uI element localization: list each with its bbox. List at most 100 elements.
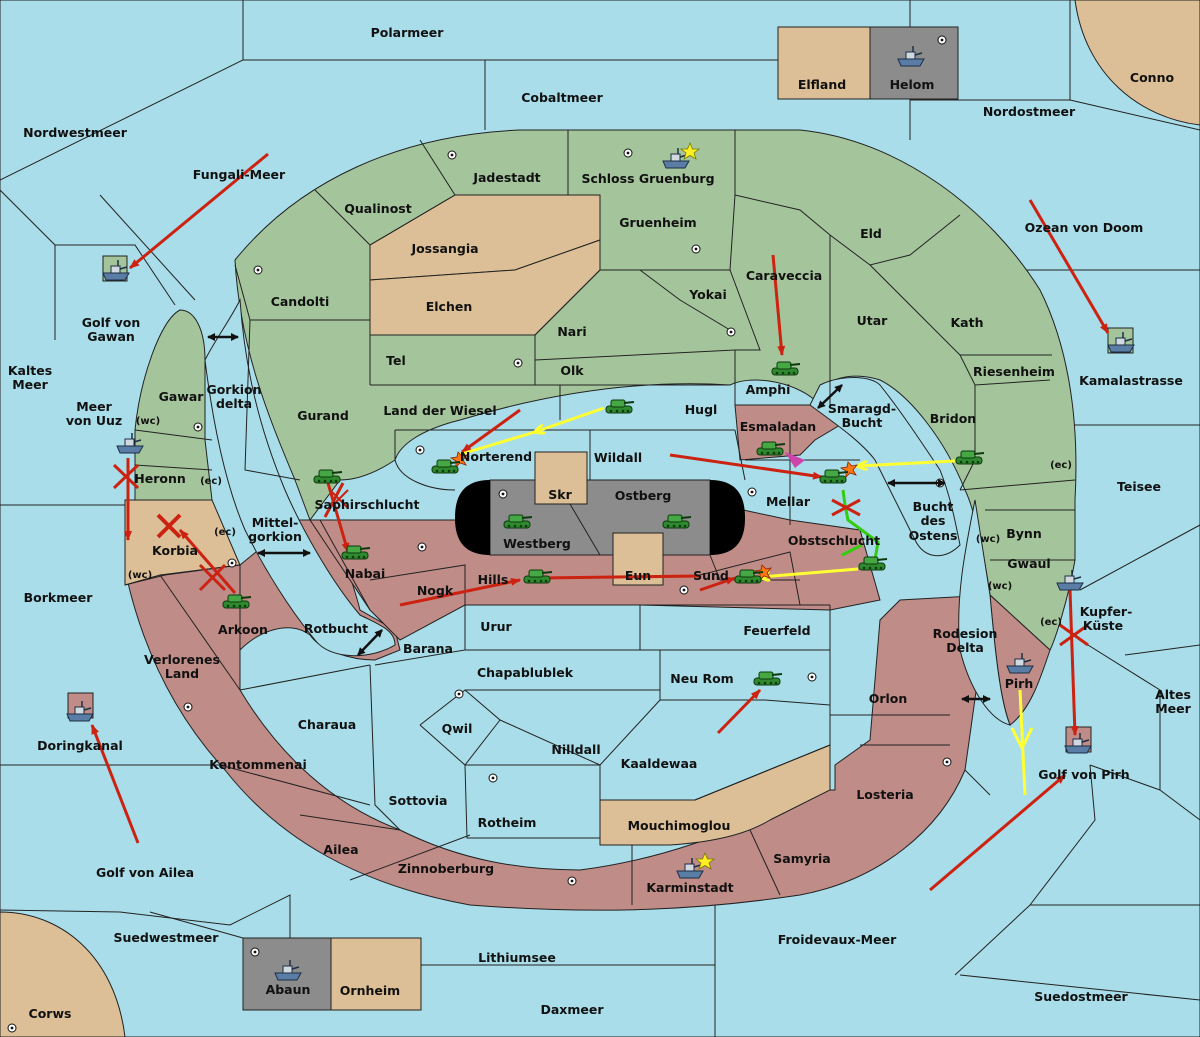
label-yokai: Yokai — [688, 287, 727, 302]
label-coast-ec-heronn: (ec) — [200, 476, 222, 487]
supply-center-dot-icon — [498, 489, 508, 499]
supply-center-dot-icon — [942, 757, 952, 767]
label-nordostmeer: Nordostmeer — [983, 104, 1076, 119]
label-mittel-gorkion-2: gorkion — [248, 529, 302, 544]
label-eun: Eun — [625, 568, 651, 583]
label-nabai: Nabai — [345, 566, 386, 581]
label-ailea: Ailea — [323, 842, 358, 857]
label-rotbucht: Rotbucht — [304, 621, 368, 636]
land-corws[interactable] — [0, 911, 126, 1037]
supply-center-dot-icon — [747, 487, 757, 497]
supply-center-dot-icon — [250, 947, 260, 957]
label-coast-ec-gwaul: (ec) — [1040, 617, 1062, 628]
label-bridon: Bridon — [930, 411, 976, 426]
label-rodesion-delta-2: Delta — [946, 640, 984, 655]
label-riesenheim: Riesenheim — [973, 364, 1055, 379]
label-bucht-des-ostens-2: des — [921, 513, 946, 528]
label-qualinost: Qualinost — [344, 201, 411, 216]
label-elchen: Elchen — [426, 299, 473, 314]
label-polarmeer: Polarmeer — [371, 25, 445, 40]
label-heronn: Heronn — [134, 471, 186, 486]
supply-center-dot-icon — [183, 702, 193, 712]
sea-labels: Polarmeer Cobaltmeer Nordwestmeer Nordos… — [8, 25, 1192, 1017]
label-elfland: Elfland — [798, 77, 846, 92]
label-kaltes-meer-2: Meer — [12, 377, 48, 392]
label-kupfer-kueste-2: Küste — [1083, 618, 1123, 633]
label-mellar: Mellar — [766, 494, 811, 509]
label-nogk: Nogk — [417, 583, 454, 598]
label-barana: Barana — [403, 641, 453, 656]
label-utar: Utar — [857, 313, 889, 328]
sea-mittelgorkion-channel[interactable] — [204, 298, 396, 657]
label-smaragd-bucht-2: Bucht — [842, 415, 883, 430]
label-urur: Urur — [480, 619, 512, 634]
label-samyria: Samyria — [773, 851, 831, 866]
star-icon — [679, 141, 716, 870]
supply-center-dot-icon — [807, 672, 817, 682]
label-kaaldewaa: Kaaldewaa — [621, 756, 698, 771]
label-fungali-meer: Fungali-Meer — [193, 167, 286, 182]
label-losteria: Losteria — [856, 787, 913, 802]
supply-center-dot-icon — [7, 1023, 17, 1033]
label-sottovia: Sottovia — [389, 793, 448, 808]
label-gorkion-delta-1: Gorkion — [206, 382, 261, 397]
supply-center-dot-icon — [726, 327, 736, 337]
label-altes-meer-1: Altes — [1155, 687, 1191, 702]
label-verlorenes-land-2: Land — [165, 666, 199, 681]
label-gurand: Gurand — [297, 408, 349, 423]
label-golf-von-ailea: Golf von Ailea — [96, 865, 194, 880]
land-skr[interactable] — [534, 451, 588, 505]
westberg-ostberg-border — [569, 503, 601, 556]
label-bucht-des-ostens-3: Ostens — [909, 528, 958, 543]
label-doringkanal: Doringkanal — [37, 738, 123, 753]
label-schloss-gruenburg: Schloss Gruenburg — [581, 171, 714, 186]
label-rotheim: Rotheim — [478, 815, 537, 830]
label-gorkion-delta-2: delta — [216, 396, 252, 411]
label-caraveccia: Caraveccia — [746, 268, 822, 283]
label-jossangia: Jossangia — [410, 241, 478, 256]
label-coast-ec-korbia: (ec) — [214, 527, 236, 538]
label-golf-von-gawan-2: Gawan — [87, 329, 135, 344]
label-froidevaux-meer: Froidevaux-Meer — [778, 932, 897, 947]
label-meer-von-uuz-2: von Uuz — [66, 413, 122, 428]
label-obstschlucht: Obstschlucht — [788, 533, 880, 548]
sea-smaragd-bucht[interactable] — [809, 377, 961, 557]
label-pirh: Pirh — [1005, 676, 1034, 691]
label-amphi: Amphi — [746, 382, 791, 397]
label-bucht-des-ostens-1: Bucht — [913, 499, 954, 514]
label-ozean-von-doom: Ozean von Doom — [1025, 220, 1144, 235]
label-candolti: Candolti — [271, 294, 330, 309]
label-corws: Corws — [29, 1006, 72, 1021]
label-eld: Eld — [860, 226, 882, 241]
label-coast-ec-bridon: (ec) — [1050, 460, 1072, 471]
land-labels: Jadestadt Schloss Gruenburg Qualinost Gr… — [29, 70, 1175, 1021]
land-mouchimoglou[interactable] — [599, 744, 831, 846]
label-meer-von-uuz-1: Meer — [76, 399, 112, 414]
label-kamalastrasse: Kamalastrasse — [1079, 373, 1183, 388]
order-arrows — [90, 152, 1110, 892]
label-tel: Tel — [386, 353, 406, 368]
label-coast-wc-korbia: (wc) — [128, 570, 152, 581]
label-zinnoberburg: Zinnoberburg — [398, 861, 494, 876]
supply-center-dot-icon — [253, 265, 263, 275]
label-kupfer-kueste-1: Kupfer- — [1080, 604, 1133, 619]
land-ornheim[interactable] — [330, 937, 422, 1011]
label-conno: Conno — [1130, 70, 1175, 85]
label-suedostmeer: Suedostmeer — [1034, 989, 1128, 1004]
label-coast-wc-gwaul: (wc) — [988, 581, 1012, 592]
label-borkmeer: Borkmeer — [24, 590, 94, 605]
land-elfland[interactable] — [777, 26, 871, 100]
label-nordwestmeer: Nordwestmeer — [23, 125, 128, 140]
label-teisee: Teisee — [1117, 479, 1161, 494]
label-verlorenes-land-1: Verlorenes — [144, 652, 220, 667]
label-neu-rom: Neu Rom — [670, 671, 733, 686]
label-daxmeer: Daxmeer — [540, 1002, 604, 1017]
label-hugl: Hugl — [685, 402, 718, 417]
label-skr: Skr — [548, 487, 572, 502]
supply-center-dot-icon — [488, 773, 498, 783]
label-suedwestmeer: Suedwestmeer — [114, 930, 220, 945]
land-conno[interactable] — [1074, 0, 1200, 126]
supply-center-dot-icon — [513, 358, 523, 368]
